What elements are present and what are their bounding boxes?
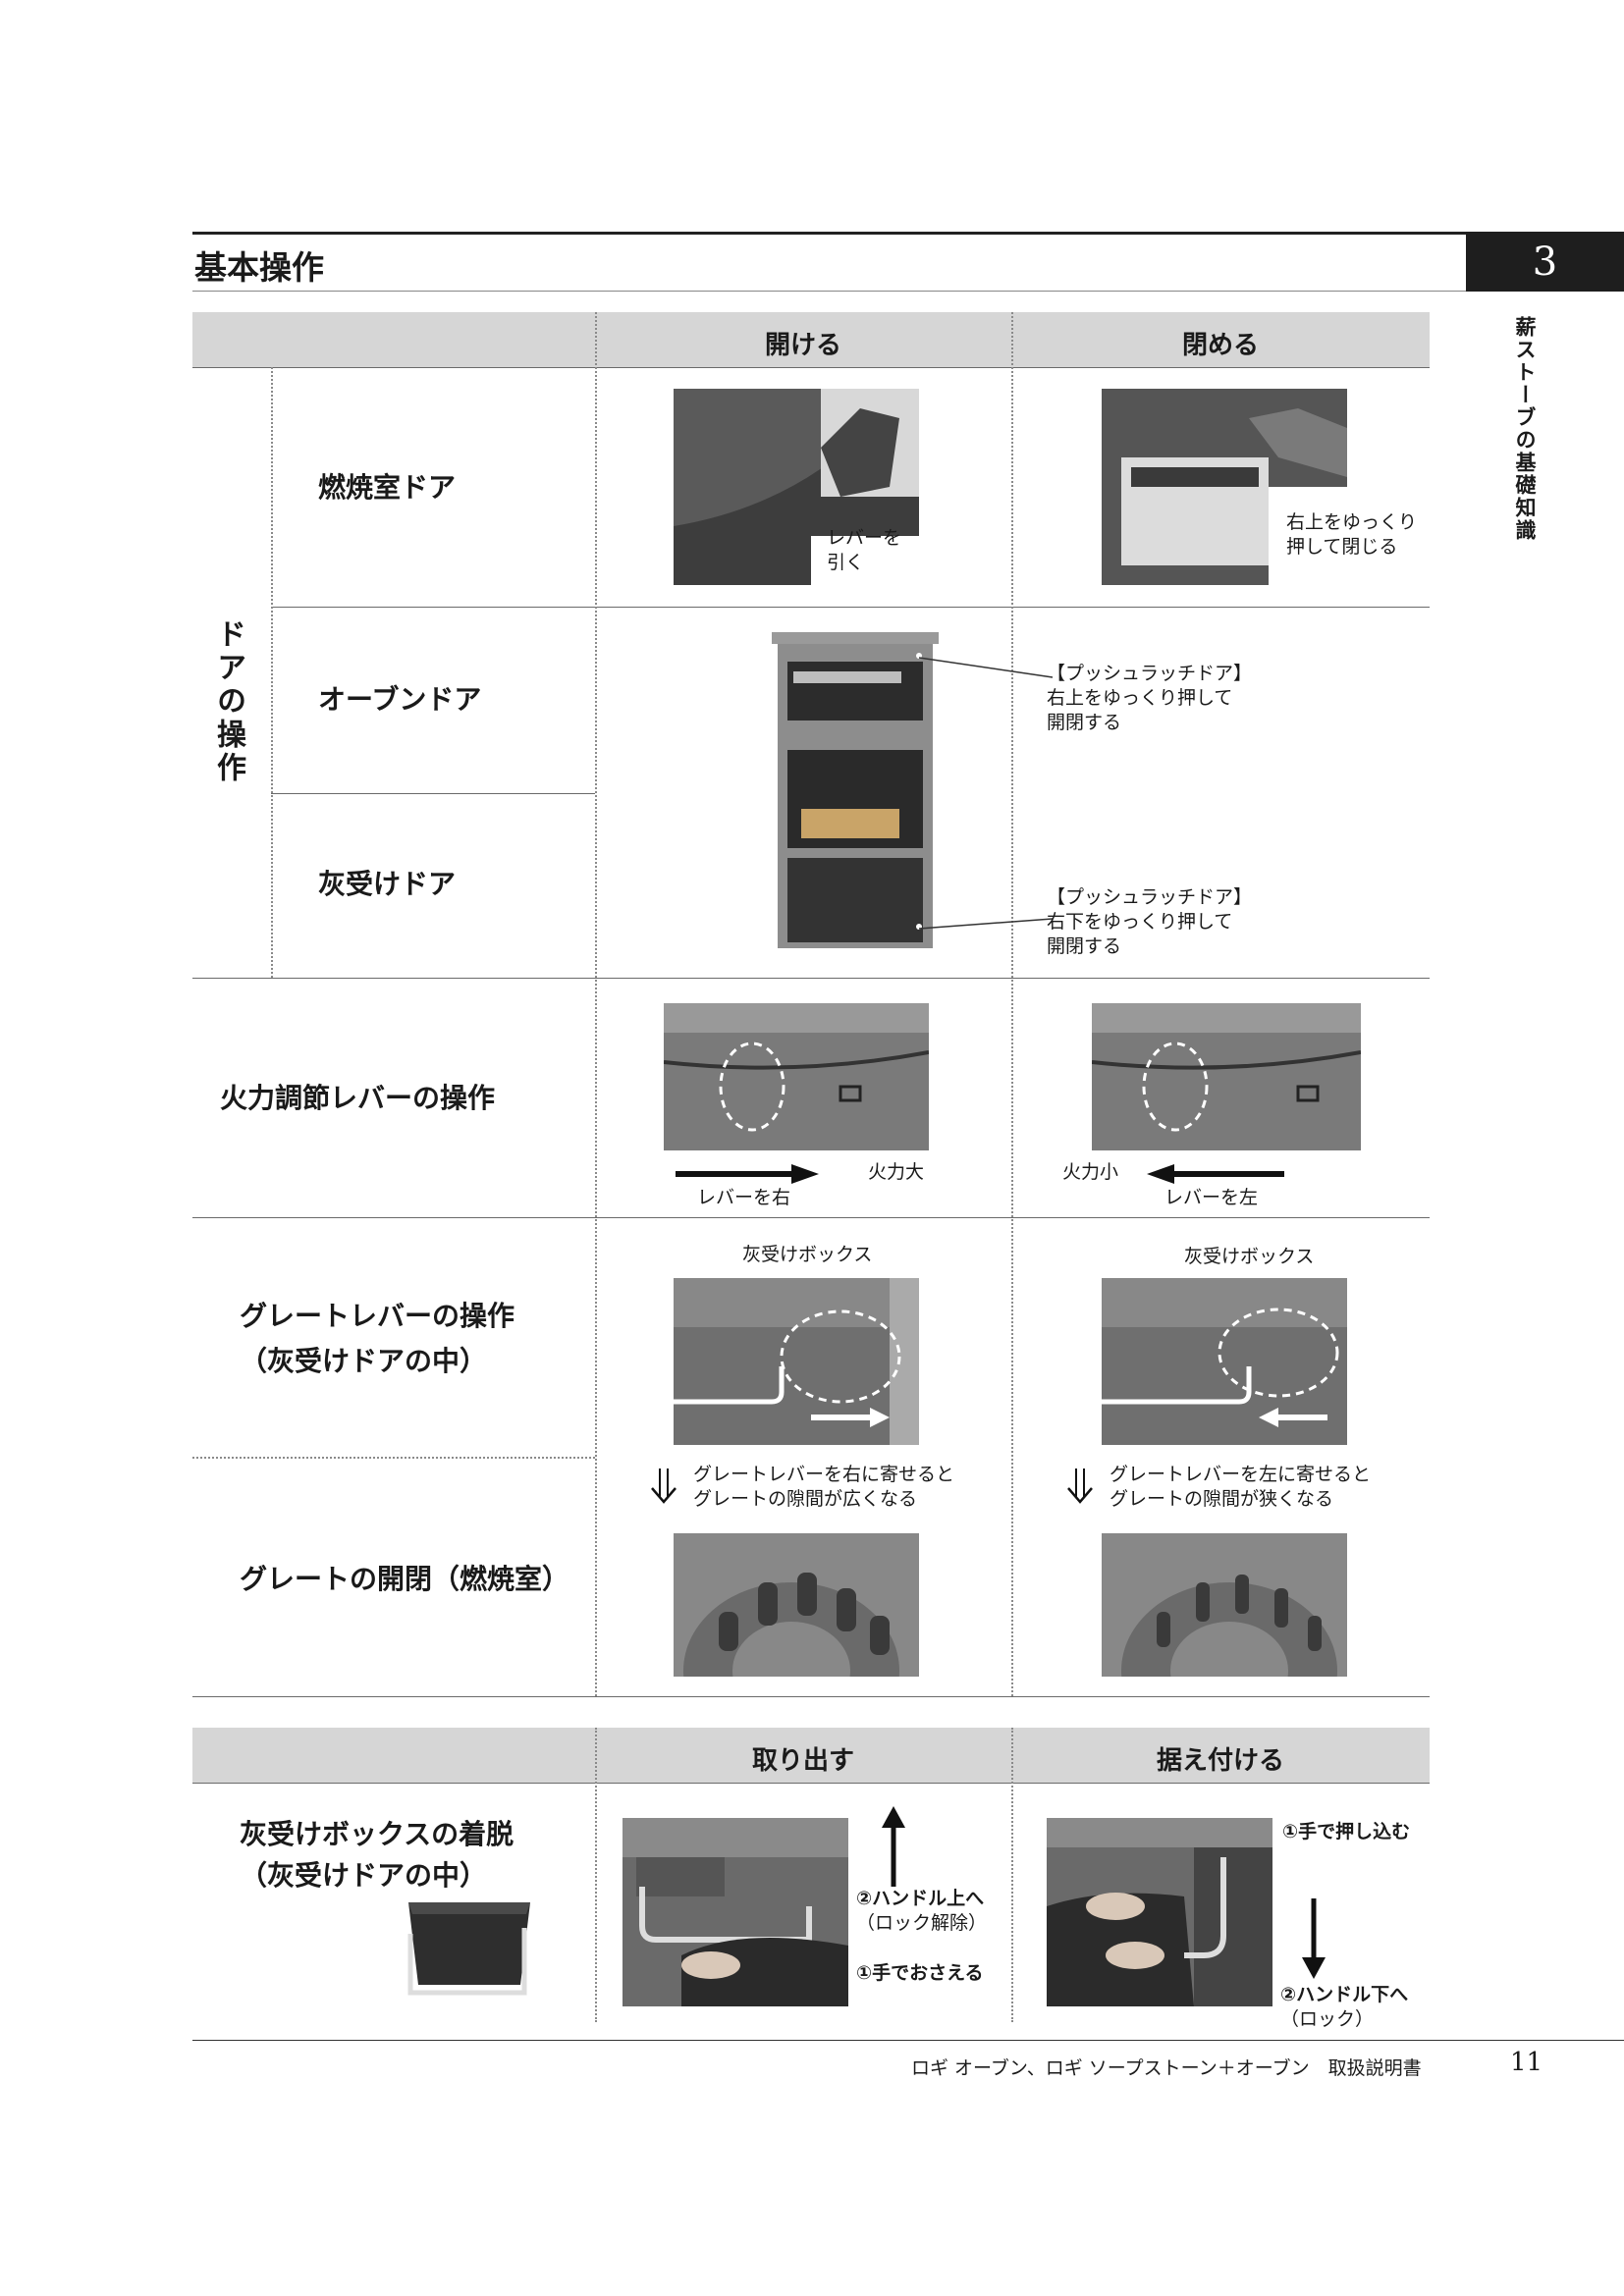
row-divider xyxy=(271,607,1430,608)
photo-grate-wide xyxy=(674,1533,919,1677)
photo-grate-wide-art xyxy=(674,1533,919,1677)
stove-illustration xyxy=(772,632,939,956)
row-label-oven-door: オーブンドア xyxy=(318,683,482,716)
table1-header-band xyxy=(192,312,1430,367)
row-divider xyxy=(192,1783,1430,1784)
caption-grate-left-2: グレートの隙間が狭くなる xyxy=(1110,1488,1334,1510)
callout-leader-lines xyxy=(919,657,1054,930)
caption-lever-pull: レバーを xyxy=(827,527,902,549)
row-divider xyxy=(192,1696,1430,1697)
row-divider-dotted xyxy=(192,1457,595,1459)
photo-air-lever-left-art xyxy=(1092,1003,1361,1150)
row-label-ash-box-sub: （灰受けドアの中） xyxy=(240,1859,488,1892)
photo-grate-narrow xyxy=(1102,1533,1347,1677)
row-divider xyxy=(192,367,1430,368)
caption-grate-left-1: グレートレバーを左に寄せると xyxy=(1110,1464,1372,1485)
caption-ash-box-open: 灰受けボックス xyxy=(742,1244,873,1265)
chapter-number-box: 3 xyxy=(1466,232,1624,292)
photo-grate-lever-right xyxy=(674,1278,919,1445)
row-label-ash-box: 灰受けボックスの着脱 xyxy=(240,1818,514,1850)
caption-lever-pull-2: 引く xyxy=(827,552,865,573)
header-underline xyxy=(192,291,1466,292)
caption-oven-latch-title: 【プッシュラッチドア】 xyxy=(1047,663,1253,684)
arrow-down-icon xyxy=(1302,1898,1326,1979)
caption-ash-latch-2: 開閉する xyxy=(1047,935,1122,957)
photo-ash-box-install xyxy=(1047,1818,1272,2006)
table2-header-band xyxy=(192,1728,1430,1783)
photo-ash-box-remove-art xyxy=(623,1818,848,2006)
photo-combustion-door-open-art xyxy=(674,389,919,585)
arrow-up-icon xyxy=(882,1806,905,1887)
caption-oven-latch-2: 開閉する xyxy=(1047,712,1122,733)
photo-air-lever-left xyxy=(1092,1003,1361,1150)
caption-handle-down: ②ハンドル下へ xyxy=(1280,1984,1409,2005)
column-divider xyxy=(1011,1728,1013,2022)
group-divider xyxy=(271,367,273,978)
photo-grate-lever-left-art xyxy=(1102,1278,1347,1445)
row-divider xyxy=(271,793,595,794)
caption-oven-latch-1: 右上をゆっくり押して xyxy=(1047,687,1233,709)
stove-illustration-art xyxy=(772,632,939,948)
caption-lever-right: レバーを右 xyxy=(697,1187,791,1208)
page-number: 11 xyxy=(1510,2048,1543,2077)
chapter-number: 3 xyxy=(1532,239,1558,285)
caption-push-in: ①手で押し込む xyxy=(1282,1821,1411,1842)
caption-handle-down-2: （ロック） xyxy=(1280,2008,1375,2030)
row-label-combustion-door: 燃焼室ドア xyxy=(318,471,457,504)
row-label-air-lever: 火力調節レバーの操作 xyxy=(220,1082,496,1114)
caption-lever-left: レバーを左 xyxy=(1164,1187,1259,1208)
footer-text: ロギ オーブン、ロギ ソープストーン＋オーブン 取扱説明書 xyxy=(911,2057,1422,2079)
header-rule xyxy=(192,232,1466,235)
photo-combustion-door-close-art xyxy=(1102,389,1347,585)
caption-fire-high: 火力大 xyxy=(868,1161,925,1183)
chapter-title: 薪ストーブの基礎知識 xyxy=(1513,316,1538,542)
caption-push-close-2: 押して閉じる xyxy=(1286,536,1398,558)
row-divider xyxy=(192,978,1430,979)
photo-air-lever-right-art xyxy=(664,1003,929,1150)
photo-ash-box-install-art xyxy=(1047,1818,1272,2006)
double-arrow-down-icon xyxy=(1067,1468,1093,1504)
column-divider xyxy=(1011,312,1013,1696)
ash-box-bucket-illustration xyxy=(407,1902,530,1996)
caption-grate-right-2: グレートの隙間が広くなる xyxy=(693,1488,918,1510)
column-header-remove: 取り出す xyxy=(751,1746,854,1776)
row-label-grate-lever: グレートレバーの操作 xyxy=(240,1300,515,1332)
row-label-grate-open-close: グレートの開閉（燃焼室） xyxy=(240,1563,570,1595)
footer-rule xyxy=(192,2040,1624,2041)
photo-grate-lever-right-art xyxy=(674,1278,919,1445)
double-arrow-down-icon xyxy=(651,1468,677,1504)
column-divider xyxy=(595,1728,597,2022)
column-header-open: 開ける xyxy=(764,331,841,360)
photo-ash-box-remove xyxy=(623,1818,848,2006)
photo-grate-lever-left xyxy=(1102,1278,1347,1445)
row-divider xyxy=(192,1217,1430,1218)
photo-combustion-door-close xyxy=(1102,389,1347,585)
caption-handle-up-2: （ロック解除） xyxy=(856,1912,988,1934)
photo-air-lever-right xyxy=(664,1003,929,1150)
caption-fire-low: 火力小 xyxy=(1062,1161,1119,1183)
column-divider xyxy=(595,312,597,1696)
column-header-install: 据え付ける xyxy=(1156,1746,1284,1776)
photo-grate-narrow-art xyxy=(1102,1533,1347,1677)
caption-ash-latch-1: 右下をゆっくり押して xyxy=(1047,911,1233,933)
door-operation-group-label: ドアの操作 xyxy=(211,618,245,785)
photo-combustion-door-open xyxy=(674,389,919,585)
caption-handle-up: ②ハンドル上へ xyxy=(856,1888,985,1909)
caption-push-close: 右上をゆっくり xyxy=(1286,511,1418,533)
row-label-ash-door: 灰受けドア xyxy=(318,868,457,900)
caption-hold-by-hand: ①手でおさえる xyxy=(856,1962,984,1984)
column-header-close: 閉める xyxy=(1181,331,1259,360)
caption-ash-latch-title: 【プッシュラッチドア】 xyxy=(1047,886,1253,908)
arrow-left-icon xyxy=(1147,1164,1284,1184)
caption-grate-right-1: グレートレバーを右に寄せると xyxy=(693,1464,955,1485)
page-title: 基本操作 xyxy=(194,248,324,287)
caption-ash-box-close: 灰受けボックス xyxy=(1184,1246,1315,1267)
row-label-grate-lever-sub: （灰受けドアの中） xyxy=(240,1345,488,1377)
arrow-right-icon xyxy=(676,1164,819,1184)
